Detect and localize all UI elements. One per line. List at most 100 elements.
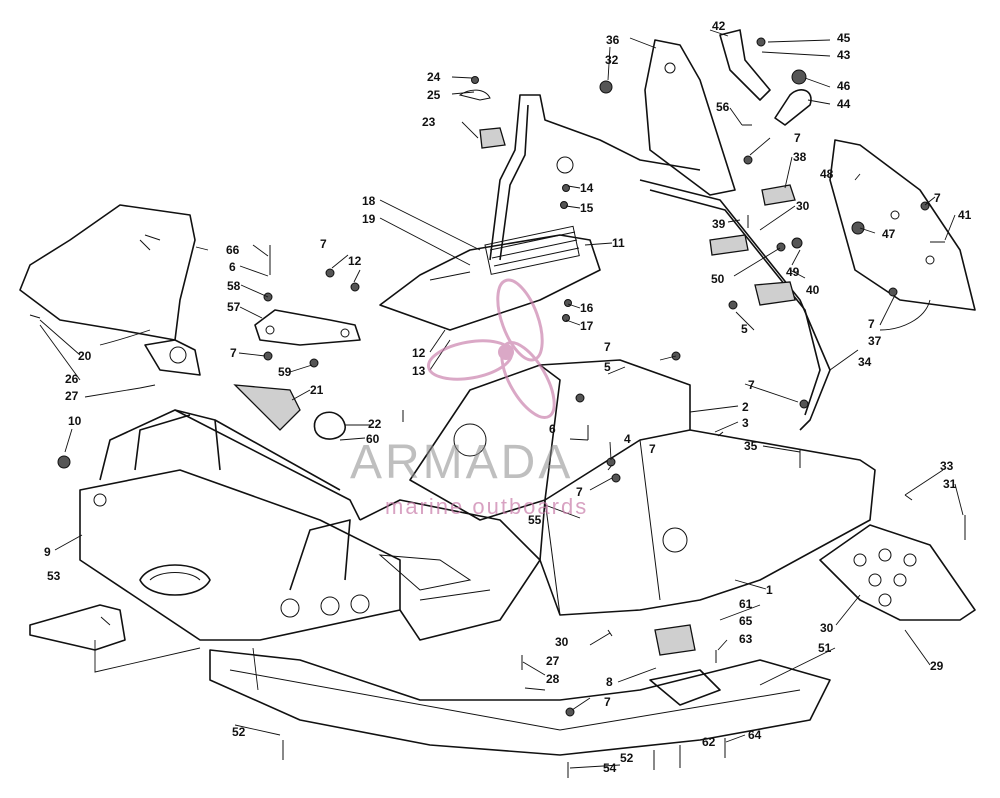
callout-20: 20 (78, 349, 92, 363)
callout-labels: 1 2 3 4 5 5 6 6 7 7 7 7 7 7 7 7 7 7 8 9 … (44, 19, 972, 775)
callout-7-f: 7 (794, 131, 801, 145)
callout-52-left: 52 (232, 725, 246, 739)
callout-8: 8 (606, 675, 613, 689)
callout-19: 19 (362, 212, 376, 226)
callout-54: 54 (603, 761, 617, 775)
callout-37: 37 (868, 334, 882, 348)
callout-62: 62 (702, 735, 716, 749)
callout-58: 58 (227, 279, 241, 293)
steering-bracket (254, 309, 361, 346)
callout-59: 59 (278, 365, 292, 379)
callout-24: 24 (427, 70, 441, 84)
callout-47: 47 (882, 227, 896, 241)
callout-7-j: 7 (649, 442, 656, 456)
callout-49: 49 (786, 265, 800, 279)
callout-51: 51 (818, 641, 832, 655)
right-side-panel (829, 139, 976, 311)
steering-arm (719, 29, 812, 126)
callout-23: 23 (422, 115, 436, 129)
floor-pad (29, 604, 126, 651)
callout-30-top: 30 (796, 199, 810, 213)
callout-22: 22 (368, 417, 382, 431)
callout-53: 53 (47, 569, 61, 583)
callout-3: 3 (742, 416, 749, 430)
callout-4: 4 (624, 432, 631, 446)
steering-post-bar (489, 94, 701, 261)
fasteners (29, 37, 966, 778)
callout-50: 50 (711, 272, 725, 286)
callout-27-bottom: 27 (546, 654, 560, 668)
callout-6-left: 6 (229, 260, 236, 274)
callout-7-b: 7 (230, 346, 237, 360)
callout-7-i: 7 (604, 695, 611, 709)
callout-31: 31 (943, 477, 957, 491)
shock-mount (649, 624, 721, 706)
callout-7-h: 7 (868, 317, 875, 331)
armada-watermark: ARMADA marine outboards (350, 278, 588, 519)
callout-28: 28 (546, 672, 560, 686)
callout-30-right: 30 (820, 621, 834, 635)
leader-lines (39, 29, 964, 769)
callout-55: 55 (528, 513, 542, 527)
callout-17: 17 (580, 319, 594, 333)
callout-63: 63 (739, 632, 753, 646)
callout-35: 35 (744, 439, 758, 453)
callout-7-a: 7 (320, 237, 327, 251)
callout-64: 64 (748, 728, 762, 742)
callout-46: 46 (837, 79, 851, 93)
callout-5-right: 5 (741, 322, 748, 336)
callout-18: 18 (362, 194, 376, 208)
callout-65: 65 (739, 614, 753, 628)
hose-clamp (313, 411, 346, 440)
watermark-tagline: marine outboards (385, 494, 588, 519)
callout-12-bottom: 12 (412, 346, 426, 360)
callout-21: 21 (310, 383, 324, 397)
callout-27-left: 27 (65, 389, 79, 403)
left-side-panel (19, 204, 201, 376)
callout-66: 66 (226, 243, 240, 257)
callout-42: 42 (712, 19, 726, 33)
callout-2: 2 (742, 400, 749, 414)
callout-13: 13 (412, 364, 426, 378)
callout-34: 34 (858, 355, 872, 369)
callout-41: 41 (958, 208, 972, 222)
callout-15: 15 (580, 201, 594, 215)
callout-39: 39 (712, 217, 726, 231)
callout-7-g: 7 (934, 191, 941, 205)
callout-7-e: 7 (576, 485, 583, 499)
callout-9: 9 (44, 545, 51, 559)
callout-40: 40 (806, 283, 820, 297)
middle-pan (359, 499, 541, 641)
steering-boot (233, 384, 301, 431)
callout-32: 32 (605, 53, 619, 67)
callout-7-c: 7 (604, 340, 611, 354)
chassis-frame (409, 359, 876, 616)
right-upper-panel (644, 39, 736, 196)
bracket-plates (709, 184, 796, 306)
callout-16: 16 (580, 301, 594, 315)
callout-5-top: 5 (604, 360, 611, 374)
callout-44: 44 (837, 97, 851, 111)
callout-57: 57 (227, 300, 241, 314)
callout-60: 60 (366, 432, 380, 446)
callout-6-center: 6 (549, 422, 556, 436)
callout-33: 33 (940, 459, 954, 473)
callout-12-top: 12 (348, 254, 362, 268)
belly-pan (209, 649, 831, 756)
upper-bracket-23 (458, 89, 506, 149)
callout-56: 56 (716, 100, 730, 114)
callout-26: 26 (65, 372, 79, 386)
skid-plate (819, 524, 976, 621)
callout-7-d: 7 (748, 378, 755, 392)
callout-43: 43 (837, 48, 851, 62)
callout-29: 29 (930, 659, 944, 673)
front-bumper (79, 409, 401, 641)
callout-11: 11 (612, 236, 625, 250)
callout-36: 36 (606, 33, 620, 47)
callout-10: 10 (68, 414, 82, 428)
dash-console (379, 225, 601, 331)
callout-30-bottom: 30 (555, 635, 569, 649)
watermark-brand: ARMADA (350, 436, 573, 489)
